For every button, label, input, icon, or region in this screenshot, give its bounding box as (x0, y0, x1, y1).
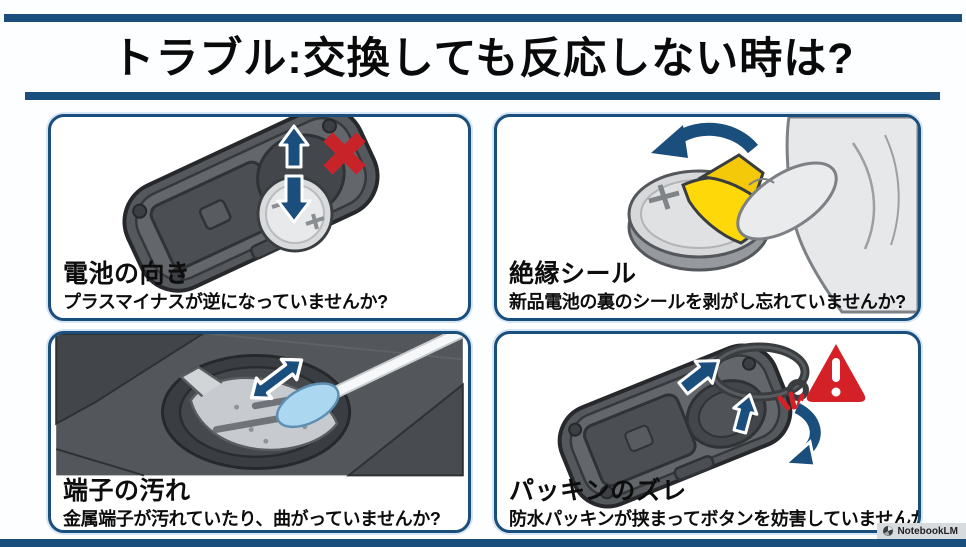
watermark-label: NotebookLM (897, 525, 958, 537)
terminal-cleaning-illustration (55, 334, 468, 477)
panel-heading: パッキンのズレ (509, 477, 687, 505)
panel-description: 金属端子が汚れていたり、曲がっていませんか? (63, 508, 441, 529)
down-arrow-icon (276, 174, 312, 224)
up-right-arrow-icon (677, 359, 721, 396)
panel-battery-orientation: 電池の向き プラスマイナスが逆になっていませんか? (48, 114, 471, 321)
notebooklm-watermark: NotebookLM (877, 523, 966, 539)
red-x-icon (323, 132, 366, 175)
warning-triangle-icon (806, 344, 866, 402)
title-underline-rule (25, 92, 940, 100)
peel-arrow-icon (651, 122, 759, 158)
curved-down-arrow-icon (781, 400, 824, 468)
up-arrow-icon (278, 124, 310, 169)
notebooklm-logo-icon (883, 526, 894, 536)
panel-description: 新品電池の裏のシールを剥がし忘れていませんか? (509, 291, 906, 312)
thumb (736, 161, 838, 241)
panel-insulation-seal: 絶縁シール 新品電池の裏のシールを剥がし忘れていませんか? (494, 114, 921, 321)
panel-description: プラスマイナスが逆になっていませんか? (63, 291, 388, 312)
swap-arrows-icon (249, 357, 304, 401)
bottom-rule (0, 539, 966, 547)
cotton-swab (275, 334, 468, 429)
panel-gasket-misalignment: パッキンのズレ 防水パッキンが挟まってボタンを妨害していませんか? (494, 331, 921, 533)
page-title: トラブル:交換しても反応しない時は? (111, 35, 855, 83)
top-rule (4, 14, 962, 22)
gasket-ring-illustration (557, 342, 866, 509)
insulation-seal-illustration (627, 117, 918, 314)
panel-heading: 絶縁シール (509, 260, 637, 288)
battery-orientation-illustration (122, 117, 380, 293)
panel-heading: 端子の汚れ (63, 477, 191, 505)
panel-description: 防水パッキンが挟まってボタンを妨害していませんか? (509, 508, 921, 529)
panel-heading: 電池の向き (63, 260, 191, 288)
panel-terminal-dirt: 端子の汚れ 金属端子が汚れていたり、曲がっていませんか? (48, 331, 471, 533)
up-arrow-icon (732, 393, 759, 435)
